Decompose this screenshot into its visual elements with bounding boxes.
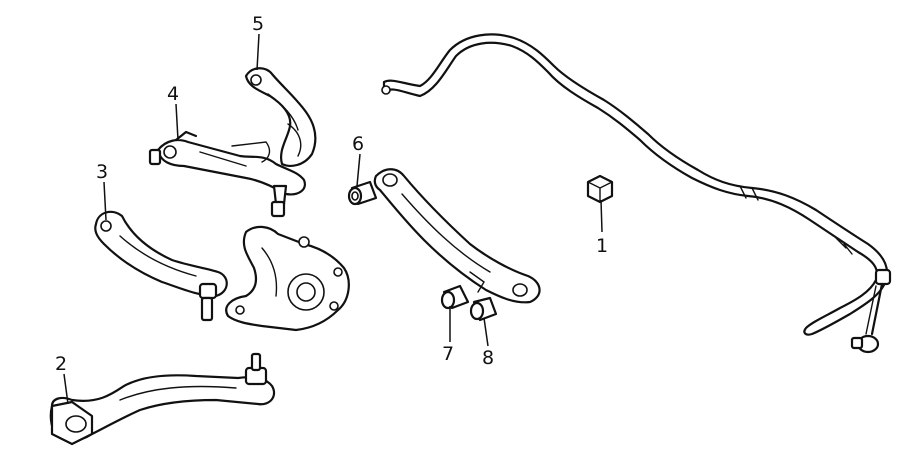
callout-7: 7 bbox=[442, 343, 454, 365]
leader-6 bbox=[356, 153, 361, 187]
callout-5: 5 bbox=[252, 13, 264, 35]
upper-arm bbox=[244, 67, 317, 167]
callout-6: 6 bbox=[352, 133, 364, 155]
bushing-8 bbox=[469, 296, 498, 322]
lower-front-arm bbox=[49, 352, 276, 446]
callout-3: 3 bbox=[96, 161, 108, 183]
leader-1 bbox=[600, 199, 603, 233]
callout-1: 1 bbox=[596, 235, 608, 257]
leader-2 bbox=[63, 373, 69, 405]
bushing-6 bbox=[347, 180, 378, 206]
leader-8 bbox=[483, 317, 489, 347]
bushing-7 bbox=[440, 284, 470, 310]
callout-2: 2 bbox=[55, 353, 67, 375]
lateral-link bbox=[373, 168, 541, 304]
callout-4: 4 bbox=[167, 83, 179, 105]
callout-labels: 1 2 3 4 5 6 7 8 bbox=[55, 13, 608, 375]
leader-4 bbox=[175, 103, 179, 141]
callout-8: 8 bbox=[482, 347, 494, 369]
leader-3 bbox=[103, 181, 107, 221]
steering-knuckle bbox=[225, 225, 350, 332]
upper-control-arm bbox=[148, 130, 306, 218]
lower-arm bbox=[94, 210, 228, 322]
stabilizer-bar bbox=[381, 33, 889, 336]
stabilizer-bushing bbox=[586, 174, 614, 204]
leader-lines bbox=[63, 33, 603, 405]
stabilizer-link bbox=[850, 268, 892, 354]
leader-5 bbox=[256, 33, 260, 71]
